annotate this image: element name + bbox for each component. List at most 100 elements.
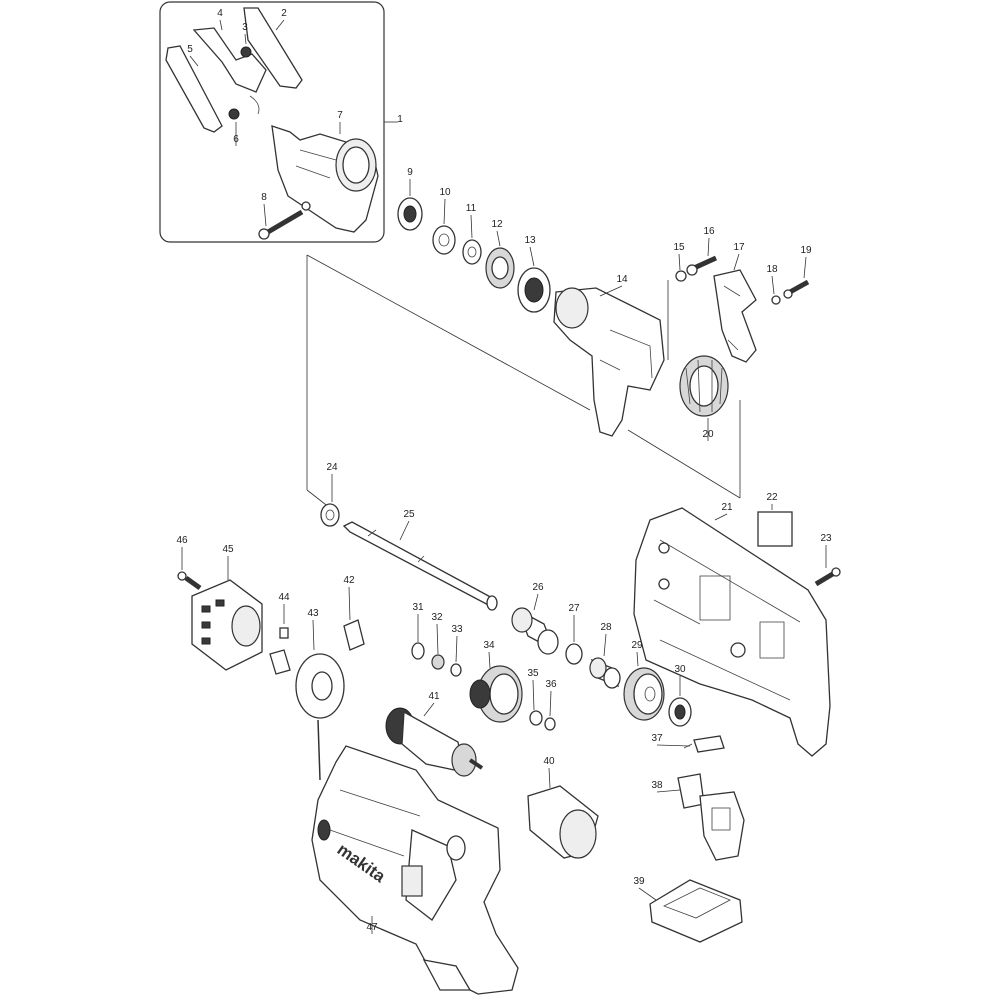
part-38-switch	[677, 773, 745, 861]
part-34-gear	[469, 665, 523, 723]
part-20-clutch-ring	[679, 355, 729, 417]
part-36-ring	[544, 717, 556, 731]
part-8-screw	[258, 209, 304, 240]
part-14-front-housing	[553, 287, 665, 437]
part-45-motor-cap	[191, 579, 263, 671]
part-28-sleeve	[589, 657, 621, 689]
part-label-1: 1	[397, 114, 403, 125]
part-label-30: 30	[674, 664, 686, 675]
part-label-16: 16	[703, 226, 715, 237]
part-label-47: 47	[366, 922, 378, 933]
part-label-20: 20	[702, 429, 714, 440]
part-21-main-frame	[633, 507, 831, 757]
leader-line-37	[656, 744, 691, 747]
leader-line-18	[771, 275, 775, 295]
part-label-25: 25	[403, 509, 415, 520]
part-16-screw	[686, 255, 718, 276]
part-41-armature	[385, 707, 484, 777]
part-44-brush	[279, 627, 289, 639]
part-24-washer	[320, 503, 340, 527]
part-label-6: 6	[233, 134, 239, 145]
part-label-27: 27	[568, 603, 580, 614]
part-47-main-housing: makita	[311, 745, 519, 995]
part-label-36: 36	[545, 679, 557, 690]
part-42-brush-holder	[343, 619, 365, 651]
part-35-washer	[529, 710, 543, 726]
part-label-3: 3	[242, 22, 248, 33]
part-label-12: 12	[491, 219, 503, 230]
part-label-9: 9	[407, 167, 413, 178]
part-label-15: 15	[673, 242, 685, 253]
part-label-33: 33	[451, 624, 463, 635]
blade-parts	[165, 7, 303, 133]
part-15-washer	[675, 270, 687, 282]
leader-line-34	[488, 651, 491, 669]
part-40-cylinder	[527, 785, 599, 859]
leader-line-16	[707, 237, 710, 257]
leader-line-38	[656, 789, 681, 793]
part-label-23: 23	[820, 533, 832, 544]
part-32-bearing	[431, 654, 445, 670]
part-label-41: 41	[428, 691, 440, 702]
part-label-42: 42	[343, 575, 355, 586]
part-29-gear	[623, 667, 665, 721]
part-label-5: 5	[187, 44, 193, 55]
part-label-14: 14	[616, 274, 628, 285]
part-23-screw	[814, 567, 841, 587]
part-31-ring	[411, 642, 425, 660]
part-label-18: 18	[766, 264, 778, 275]
part-label-4: 4	[217, 8, 223, 19]
part-7-head-housing	[271, 125, 379, 233]
leader-line-5	[189, 55, 199, 67]
leader-line-40	[548, 767, 551, 789]
part-label-17: 17	[733, 242, 745, 253]
part-label-40: 40	[543, 756, 555, 767]
bearing-stack	[397, 197, 551, 313]
leader-line-33	[455, 635, 458, 663]
leader-line-19	[803, 256, 807, 279]
part-22-label	[757, 511, 793, 547]
leader-line-36	[549, 690, 552, 717]
part-26-sleeve	[511, 607, 559, 655]
part-label-26: 26	[532, 582, 544, 593]
part-label-37: 37	[651, 733, 663, 744]
part-label-24: 24	[326, 462, 338, 473]
part-label-2: 2	[281, 8, 287, 19]
part-6-bushing	[228, 108, 240, 120]
leader-line-10	[443, 198, 446, 225]
part-37-plate	[683, 735, 725, 753]
leader-line-25	[399, 520, 410, 541]
leader-line-32	[436, 623, 439, 655]
part-label-29: 29	[631, 640, 643, 651]
part-17-cover	[713, 269, 757, 363]
part-39-base-plate	[649, 879, 743, 943]
leader-line-43	[312, 619, 315, 651]
part-46-screw	[177, 571, 202, 591]
part-27-o-ring	[565, 643, 583, 665]
part-label-8: 8	[261, 192, 267, 203]
leader-line-14	[599, 285, 623, 297]
part-label-28: 28	[600, 622, 612, 633]
part-19-screw	[783, 279, 810, 299]
leader-line-8	[263, 203, 267, 227]
leader-line-13	[529, 246, 535, 267]
leader-line-11	[470, 214, 473, 239]
leader-line-17	[733, 253, 740, 271]
leader-line-41	[423, 702, 435, 717]
part-3-bushing	[240, 46, 252, 58]
part-label-38: 38	[651, 780, 663, 791]
part-number-labels: 1234567891011121314151617181920212223242…	[176, 8, 832, 934]
part-label-11: 11	[466, 203, 477, 214]
part-label-19: 19	[800, 245, 812, 256]
part-label-22: 22	[766, 492, 778, 503]
part-33-ring	[450, 663, 462, 677]
part-label-35: 35	[527, 668, 539, 679]
leader-line-3	[244, 33, 247, 45]
part-25-spindle	[342, 521, 498, 611]
leader-line-29	[636, 651, 639, 667]
leader-line-28	[603, 633, 607, 657]
leader-line-21	[714, 513, 728, 521]
part-label-10: 10	[439, 187, 451, 198]
